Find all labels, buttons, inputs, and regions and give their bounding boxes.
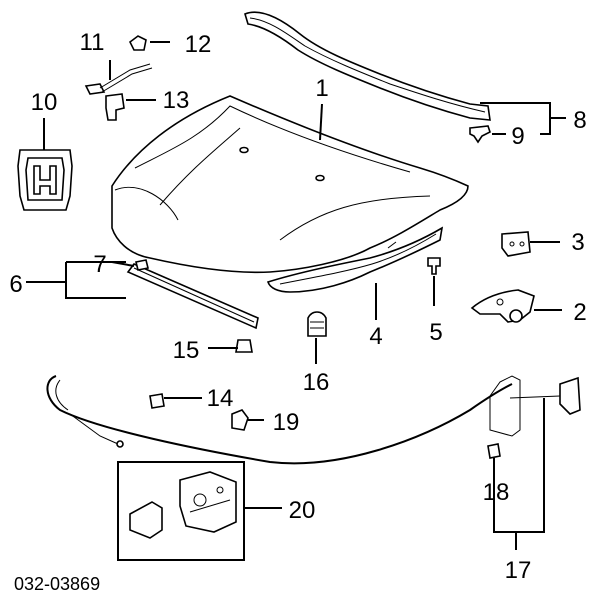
rubber-stop-15-part: [235, 339, 253, 353]
callout-16: 16: [303, 369, 330, 396]
support-rod-part: [84, 63, 153, 95]
callout-13: 13: [163, 87, 190, 114]
callout-5: 5: [429, 319, 442, 346]
catalog-code: 032-03869: [14, 574, 100, 594]
clip-5-part: [427, 257, 441, 275]
callout-15: 15: [173, 337, 200, 364]
hood-part: [111, 95, 469, 274]
latch-box: [117, 461, 245, 561]
callout-1: 1: [315, 75, 328, 102]
emblem-part: [17, 149, 73, 211]
callout-17: 17: [505, 557, 532, 584]
callout-19: 19: [273, 409, 300, 436]
callout-14: 14: [207, 385, 234, 412]
hood-seal-part: [244, 11, 491, 121]
leader-lines: [26, 41, 566, 550]
grommet-14-part: [149, 393, 165, 409]
callout-9: 9: [511, 123, 524, 150]
callout-3: 3: [571, 229, 584, 256]
callout-20: 20: [289, 497, 316, 524]
rod-holder-part: [105, 93, 125, 121]
hood-latch-part: [117, 461, 245, 561]
callout-2: 2: [573, 299, 586, 326]
hood-insulator-part: [266, 226, 444, 293]
release-cable-part: [46, 375, 581, 465]
callout-4: 4: [369, 323, 382, 350]
callout-12: 12: [185, 31, 212, 58]
callout-7: 7: [93, 251, 106, 278]
clip-19-part: [231, 409, 249, 431]
seal-clip-7-part: [135, 259, 149, 271]
callout-11: 11: [80, 29, 105, 56]
buffer-16-part: [307, 311, 327, 337]
seal-clip-part: [469, 125, 491, 144]
hood-front-seal-part: [126, 263, 259, 330]
callout-6: 6: [9, 271, 22, 298]
clip-18-part: [487, 443, 501, 459]
bracket-3-part: [501, 231, 531, 257]
grommet-12-part: [128, 35, 147, 51]
callout-10: 10: [31, 89, 58, 116]
callout-18: 18: [483, 479, 510, 506]
hood-hinge-part: [470, 289, 535, 323]
callout-8: 8: [573, 107, 586, 134]
